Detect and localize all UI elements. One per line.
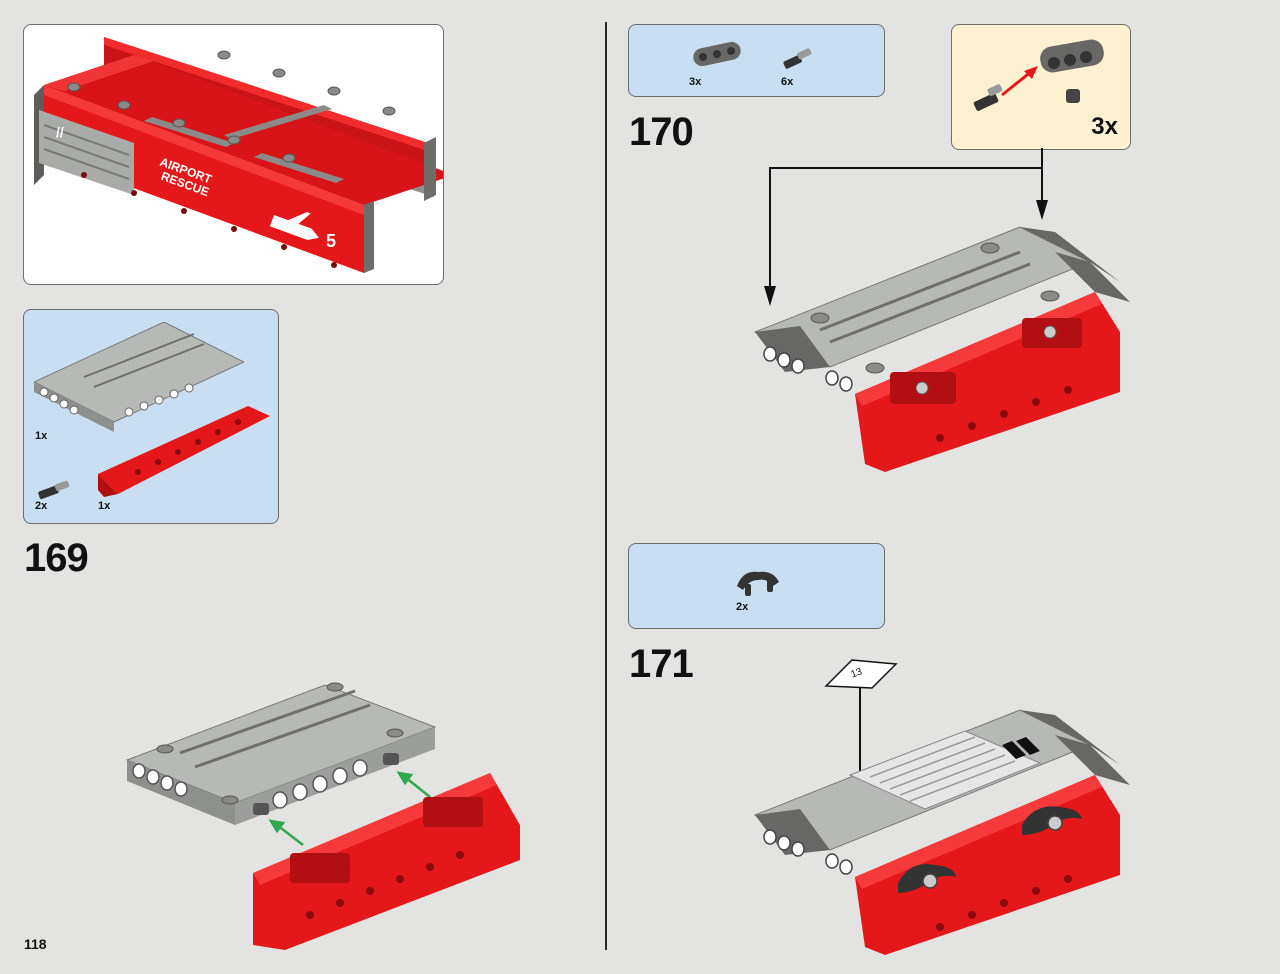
handle-bracket-part-image: [737, 571, 779, 596]
page-number: 118: [24, 936, 47, 952]
subassembly-multiplier: 3x: [1091, 113, 1118, 140]
step169-assembly-image: [125, 682, 520, 950]
axle-pin-part-image: [783, 48, 812, 69]
handle-bracket-left: [898, 864, 956, 893]
step171-assembly-image: [753, 709, 1130, 955]
step171-parts-panel: 2x: [628, 543, 885, 629]
step170-placement-arrows: [764, 148, 1048, 306]
red-panel-qty: 1x: [98, 500, 111, 512]
handle-bracket-right: [1022, 806, 1082, 835]
step171-number: 171: [629, 642, 694, 686]
decal-mark: //: [56, 124, 64, 140]
beam-3-qty: 3x: [689, 76, 702, 88]
sticker-callout: [824, 659, 898, 776]
subassembly-image: [973, 39, 1104, 111]
step170-assembly-image: [753, 226, 1130, 472]
beam-3-part-image: [693, 41, 741, 67]
decal-number: 5: [326, 231, 336, 251]
step170-parts-panel: 3x 6x: [628, 24, 885, 97]
pin-connector-part-image: [38, 480, 70, 500]
assembled-model-panel: // AIRPORT RESCUE 5: [23, 24, 444, 285]
plane-decal-icon: [269, 212, 319, 240]
step170-number: 170: [629, 110, 694, 154]
red-panel-part-image: [98, 406, 270, 497]
handle-bracket-qty: 2x: [736, 601, 749, 613]
axle-pin-qty: 6x: [781, 76, 794, 88]
step170-subassembly-callout: 3x: [951, 24, 1131, 150]
assembled-model-image: // AIRPORT RESCUE 5: [34, 37, 443, 273]
page-divider: [605, 22, 607, 950]
step169-number: 169: [24, 536, 89, 580]
step169-parts-panel: 1x 1x 2x: [23, 309, 279, 524]
pin-connector-qty: 2x: [35, 500, 48, 512]
grey-panel-qty: 1x: [35, 430, 48, 442]
grey-panel-part-image: [34, 322, 244, 432]
